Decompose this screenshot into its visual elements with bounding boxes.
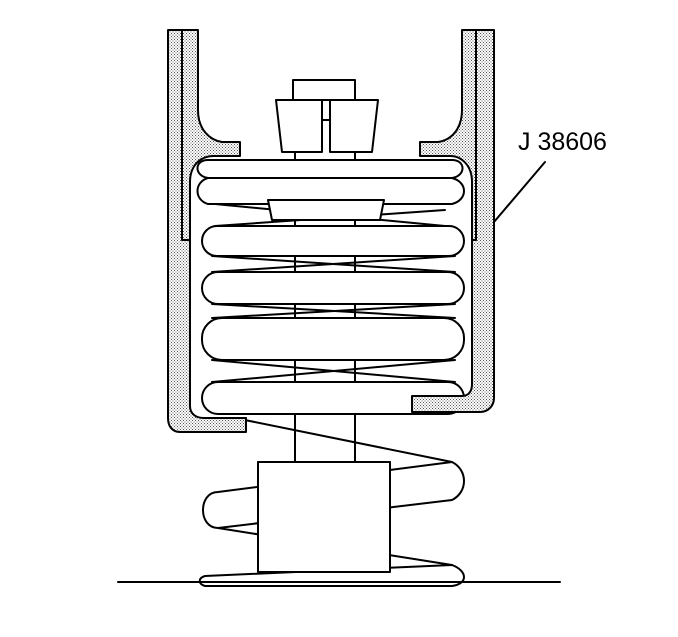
- upper-spring: [196, 159, 465, 415]
- spring-seat: [257, 461, 391, 573]
- compressor-tool: [167, 29, 495, 433]
- callout-leader: [493, 161, 546, 223]
- valve-keepers: [267, 79, 385, 221]
- callout-label: J 38606: [518, 128, 607, 156]
